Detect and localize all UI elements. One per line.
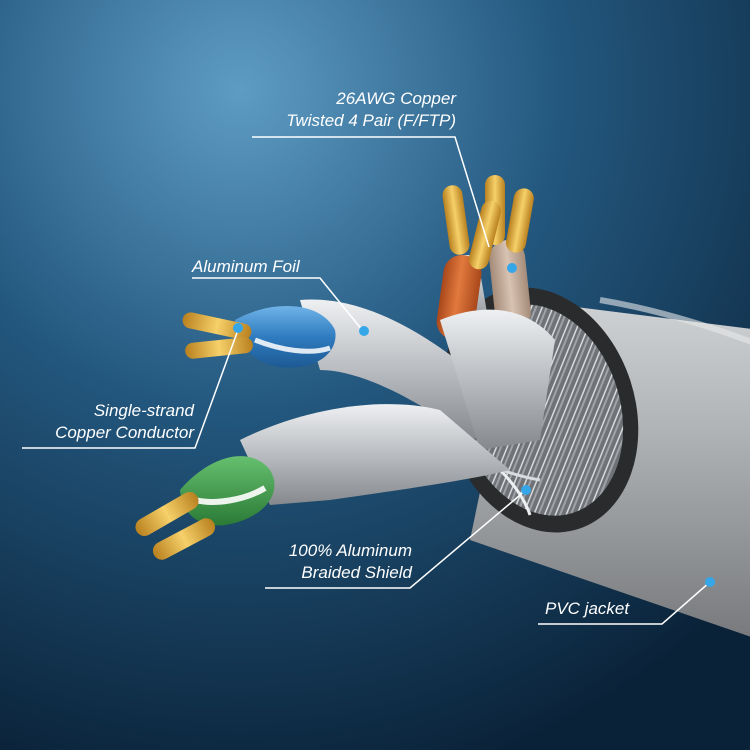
leader-conductor	[22, 329, 239, 449]
callout-copper-pair-line2: Twisted 4 Pair (F/FTP)	[286, 111, 456, 130]
callout-braided-shield: 100% Aluminum Braided Shield	[262, 540, 412, 584]
callout-aluminum-foil-line1: Aluminum Foil	[192, 257, 300, 276]
callout-copper-pair: 26AWG Copper Twisted 4 Pair (F/FTP)	[250, 88, 456, 132]
leader-aluminum-foil	[192, 277, 364, 332]
callout-conductor-line1: Single-strand	[93, 401, 194, 420]
marker-dot-foil	[359, 326, 369, 336]
marker-dot-conductor	[233, 323, 243, 333]
callout-conductor: Single-strand Copper Conductor	[20, 400, 194, 444]
callout-conductor-line2: Copper Conductor	[55, 423, 194, 442]
callout-jacket: PVC jacket	[545, 598, 629, 620]
leader-braided-shield	[265, 489, 527, 589]
callout-braided-shield-line1: 100% Aluminum	[288, 541, 412, 560]
marker-dot-copper	[507, 263, 517, 273]
leader-lines	[22, 136, 711, 625]
leader-jacket	[538, 581, 711, 625]
marker-dot-jacket	[705, 577, 715, 587]
twisted-pair-blue	[182, 306, 336, 368]
lower-foil-tube	[240, 404, 510, 505]
twisted-pair-green	[135, 456, 275, 560]
aluminum-foil-wrap	[300, 299, 555, 450]
marker-dot-shield	[521, 485, 531, 495]
marker-dots	[233, 263, 715, 587]
callout-copper-pair-line1: 26AWG Copper	[336, 89, 456, 108]
callout-braided-shield-line2: Braided Shield	[301, 563, 412, 582]
callout-jacket-line1: PVC jacket	[545, 599, 630, 618]
callout-aluminum-foil: Aluminum Foil	[192, 256, 300, 278]
leader-copper-pair	[252, 136, 490, 248]
